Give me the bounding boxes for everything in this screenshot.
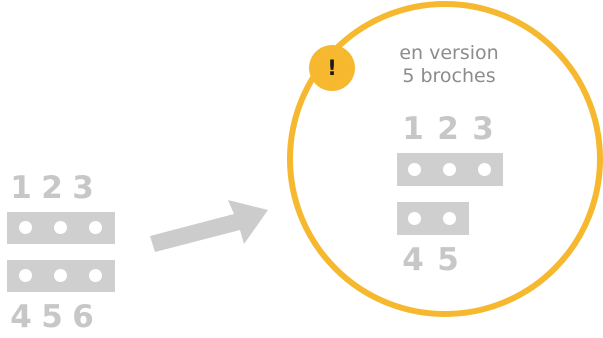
pin-header-row-top (397, 153, 503, 186)
pin-number-6: 6 (72, 299, 94, 335)
pin-hole (19, 221, 32, 234)
pin-hole (408, 212, 421, 225)
pin-hole (443, 212, 456, 225)
pin-number-2: 2 (41, 170, 63, 206)
arrow-icon (150, 200, 268, 252)
pin-hole (54, 269, 67, 282)
pin-header-row-bottom (397, 202, 469, 235)
pin-number-5: 5 (437, 242, 459, 278)
pin-hole (19, 269, 32, 282)
pin-number-1: 1 (402, 111, 424, 147)
pin-number-4: 4 (402, 242, 424, 278)
pin-hole (478, 163, 491, 176)
caption-line-2: 5 broches (402, 65, 496, 87)
warning-symbol: ! (327, 56, 337, 80)
pin-hole (408, 163, 421, 176)
pin-header-row-top (7, 212, 115, 244)
pin-number-5: 5 (41, 299, 63, 335)
pin-header-row-bottom (7, 260, 115, 292)
pin-hole (54, 221, 67, 234)
zoom-circle (287, 1, 603, 317)
pin-number-1: 1 (10, 170, 32, 206)
pin-number-3: 3 (72, 170, 94, 206)
pin-number-4: 4 (10, 299, 32, 335)
caption: en version 5 broches (379, 42, 519, 88)
pin-hole (89, 269, 102, 282)
pin-hole (443, 163, 456, 176)
pin-number-2: 2 (437, 111, 459, 147)
warning-icon: ! (309, 45, 355, 91)
pin-hole (89, 221, 102, 234)
caption-line-1: en version (399, 42, 499, 64)
pin-number-3: 3 (472, 111, 494, 147)
